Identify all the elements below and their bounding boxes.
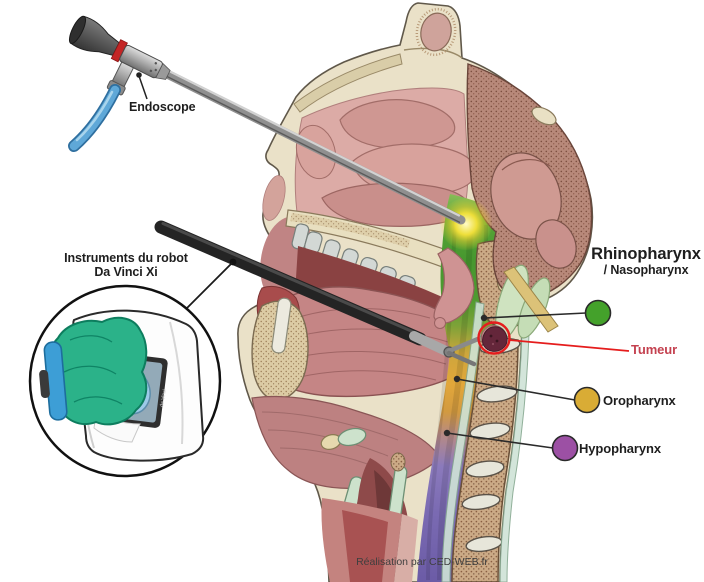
endoscope-body	[68, 15, 171, 96]
endoscope-pointer-dot	[136, 72, 142, 78]
uvula	[434, 317, 446, 329]
hypopharynx-pointer-line	[446, 432, 554, 449]
oropharynx-pointer-line	[456, 378, 576, 401]
rhinopharynx-legend-dot	[584, 299, 612, 327]
nasopharynx-label-sub: / Nasopharynx	[603, 263, 689, 277]
endoscope	[68, 15, 492, 250]
robot-instruments-label: Instruments du robot Da Vinci Xi	[36, 251, 216, 279]
sella	[531, 106, 557, 126]
barrel-screw	[149, 69, 153, 73]
barrel-screw	[154, 68, 158, 72]
lower-incisor	[271, 297, 292, 354]
tumor-label: Tumeur	[631, 342, 678, 357]
drape-folds	[63, 335, 123, 405]
machine-contour	[169, 321, 184, 445]
barrel-screw	[154, 62, 158, 65]
head-cross-section	[237, 2, 594, 582]
inset-connector-line	[185, 262, 233, 310]
hypopharynx-legend-dot	[551, 434, 579, 462]
upper-lip	[262, 175, 286, 221]
intervertebral-discs	[461, 337, 521, 553]
rhinopharynx-pointer-line	[483, 312, 587, 319]
tumor-texture	[491, 342, 495, 346]
credit-text: Réalisation par CED-WEB.fr	[356, 556, 488, 568]
light-cable-highlight	[75, 90, 114, 142]
head-rest-knob	[39, 369, 50, 398]
neck-muscle-core	[342, 510, 388, 582]
rhinopharynx-label-main: Rhinopharynx	[591, 245, 701, 263]
robot-label-line2: Da Vinci Xi	[94, 265, 158, 279]
light-cable	[69, 85, 120, 151]
epiglottis-cap	[390, 452, 406, 472]
epiglottis-base	[337, 427, 367, 447]
tumor-ring	[477, 321, 511, 355]
endoscope-label: Endoscope	[129, 100, 196, 114]
instrument-sleeve	[409, 331, 451, 356]
tumor-pointer-line	[508, 339, 630, 352]
annotations	[136, 72, 630, 462]
robot-instrument	[154, 220, 481, 367]
neck-fascia-band	[394, 514, 418, 582]
endoscope-shaft-shadow	[156, 70, 461, 224]
endoscope-pointer-line	[138, 75, 148, 100]
instrument-rod-highlight	[161, 222, 420, 336]
endoscope-light-glow	[440, 198, 492, 250]
tumor-texture	[489, 334, 493, 338]
oropharynx-legend-dot	[573, 386, 601, 414]
tumor-mass	[482, 326, 508, 352]
shaft-collar	[155, 62, 171, 80]
posterior-fascia	[499, 331, 530, 582]
instrument-jaw-lower	[446, 350, 477, 367]
palate-marrow	[290, 213, 410, 248]
sinus-fold	[501, 159, 551, 171]
instrument-rod	[154, 220, 427, 346]
eyepiece-cup	[68, 15, 87, 44]
instrument-jaw-upper	[446, 336, 481, 354]
robot-label-line1: Instruments du robot	[64, 251, 188, 265]
endoscope-shaft-highlight	[154, 63, 461, 217]
rhinopharynx-label: Rhinopharynx / Nasopharynx	[576, 245, 704, 277]
machine-brand-text: da Vinci	[159, 389, 168, 407]
frontal-sinus	[420, 12, 452, 52]
turbinate-superior	[339, 99, 456, 149]
endoscope-shaft	[150, 63, 466, 225]
robot-inset: da Vinci	[28, 262, 233, 478]
tumor	[481, 325, 508, 352]
tumor-texture	[495, 339, 499, 343]
prevertebral-fascia	[441, 301, 485, 582]
hypopharynx-label: Hypopharynx	[579, 441, 661, 456]
sphenoid-sinus-lower	[535, 219, 577, 269]
skull-top-bone	[293, 53, 403, 113]
oropharynx-label: Oropharynx	[603, 393, 676, 408]
